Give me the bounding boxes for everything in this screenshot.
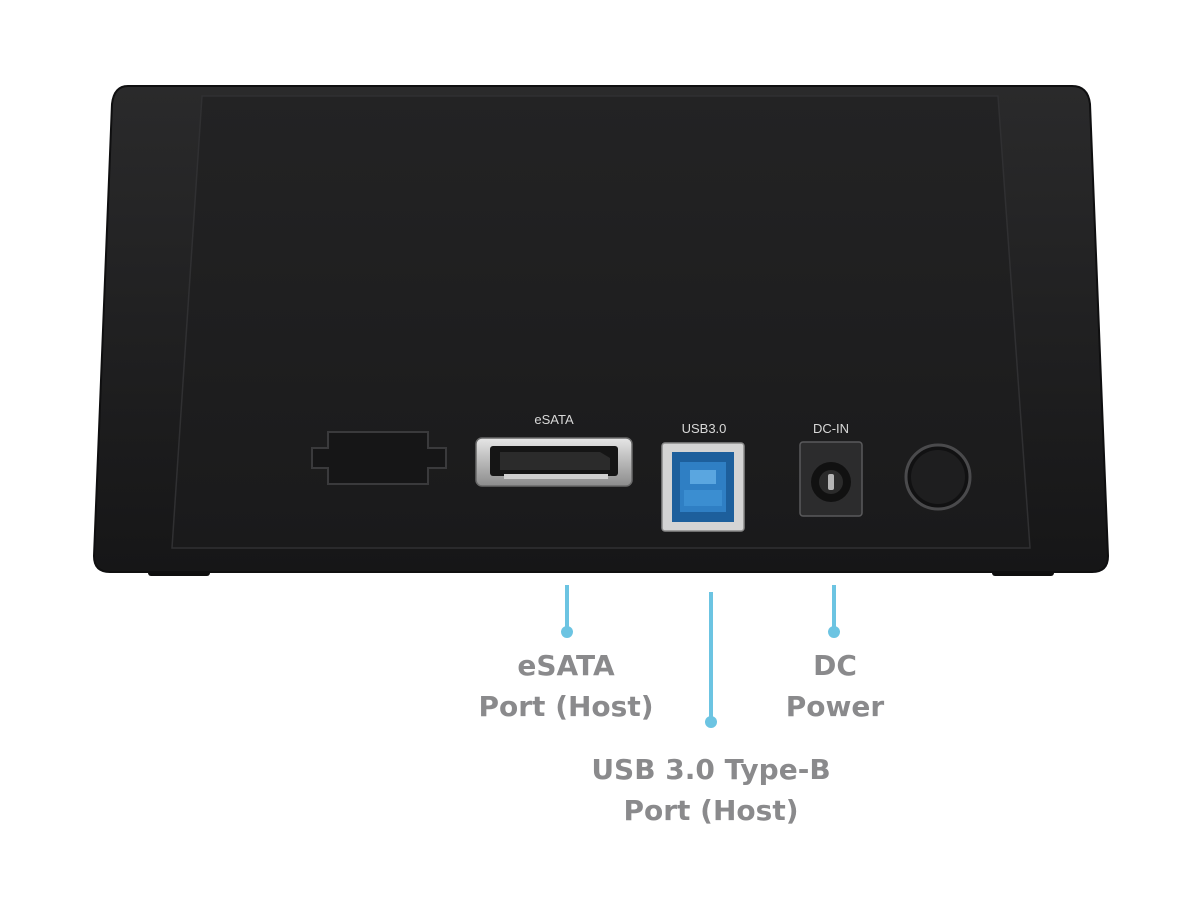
- callout-usb-line2: Port (Host): [623, 794, 799, 827]
- blank-port-cover: [311, 431, 447, 485]
- callout-esata-line1: eSATA: [517, 649, 615, 682]
- callout-esata-line2: Port (Host): [478, 690, 654, 723]
- callout-dc-line1: DC: [813, 649, 857, 682]
- esata-port: [475, 437, 633, 487]
- usb-port-label: USB3.0: [682, 421, 727, 436]
- callout-esata-label: eSATA Port (Host): [478, 645, 653, 727]
- callout-dc-line: [828, 585, 840, 638]
- callout-usb-line1: USB 3.0 Type-B: [591, 753, 831, 786]
- callout-dc-label: DC Power: [786, 645, 884, 727]
- dc-in-port: [799, 441, 863, 517]
- usb-port: [661, 442, 745, 532]
- callout-esata-line: [561, 585, 573, 638]
- callout-usb-line: [705, 592, 717, 728]
- callout-dc-line2: Power: [785, 690, 885, 723]
- power-button: [904, 443, 972, 511]
- dc-in-port-label: DC-IN: [813, 421, 849, 436]
- callout-usb-label: USB 3.0 Type-B Port (Host): [591, 749, 830, 831]
- esata-port-label: eSATA: [534, 412, 574, 427]
